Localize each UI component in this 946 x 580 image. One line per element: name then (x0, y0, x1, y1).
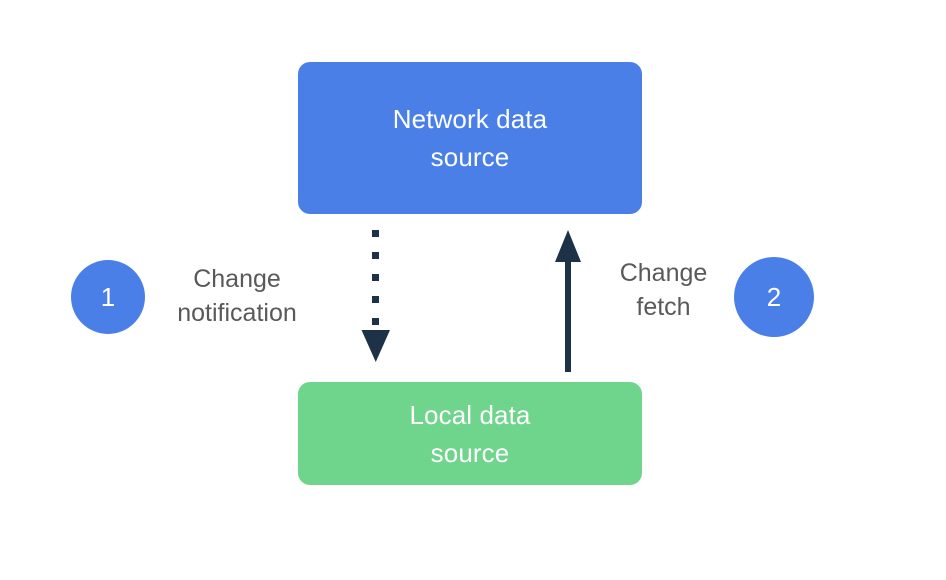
node-local-data-source: Local data source (298, 382, 642, 485)
dotted-down-arrow-icon (361, 230, 390, 362)
step-badge-1: 1 (71, 260, 145, 334)
step-badge-2: 2 (734, 257, 814, 337)
edge-label-change-fetch: Change fetch (619, 259, 708, 321)
node-network-data-source: Network data source (298, 62, 642, 214)
solid-up-arrow-icon (555, 230, 581, 372)
edge-label-change-notification: Change notification (177, 265, 297, 327)
